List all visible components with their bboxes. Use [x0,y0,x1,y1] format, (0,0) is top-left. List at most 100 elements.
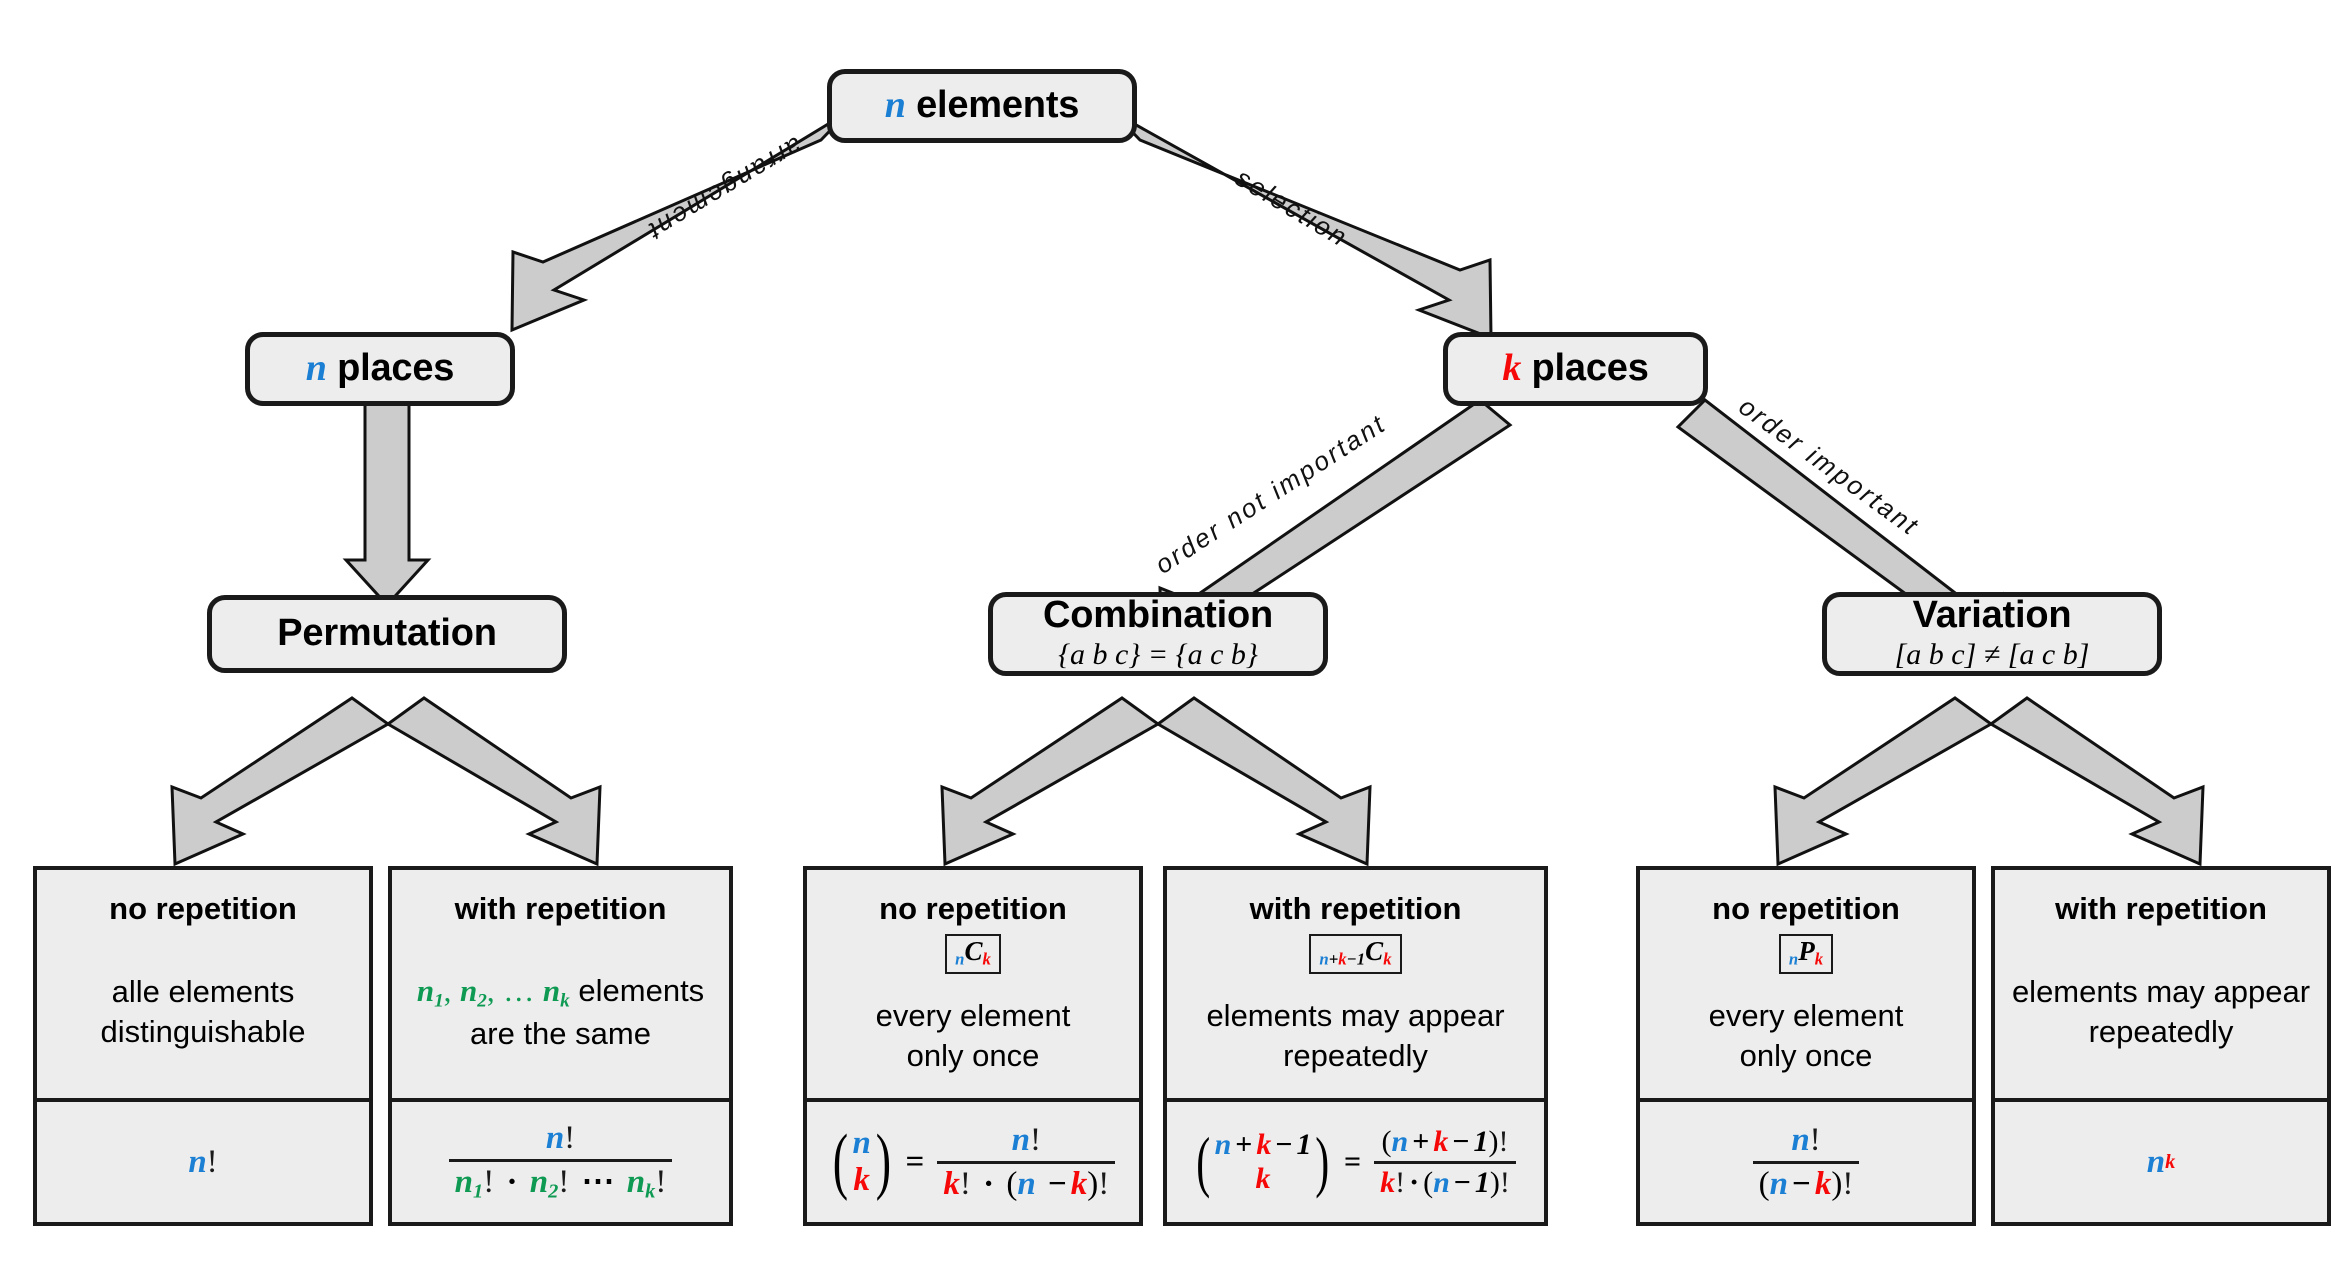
variable-n: n [884,84,906,127]
leaf-description: every element only once [807,996,1139,1075]
leaf-formula: ( n+k−1 k ) = (n+k−1)! k!·(n−1)! [1167,1098,1544,1222]
variable-n: n [188,1143,207,1180]
node-k-places-text: places [1531,347,1649,390]
leaf-desc-line2: distinguishable [100,1014,306,1050]
leaf-variation-with-repetition[interactable]: with repetition elements may appear repe… [1991,866,2331,1226]
leaf-upper: with repetition elements may appear repe… [1995,870,2327,1098]
binomial-coefficient: ( n k ) [832,1120,891,1203]
leaf-desc-line2: repeatedly [1283,1038,1428,1074]
leaf-desc-line1: every element [1708,998,1904,1034]
leaf-desc-word: elements [578,972,705,1008]
leaf-formula: n! [37,1098,369,1222]
arrow-n-places-permutation [342,383,432,608]
number-one: 1 [1356,949,1366,969]
minus-sign: − [1346,949,1357,969]
leaf-desc-line1: elements may appear [1206,998,1505,1034]
equals-sign: = [1343,1145,1362,1178]
leaf-head: with repetition [2055,891,2267,926]
leaf-upper: with repetition n+k−1Ck elements may app… [1167,870,1544,1098]
node-combination-subtitle: {a b c} = {a c b} [1058,637,1258,671]
symbol-C: C [1365,936,1384,967]
factorial-sign: ! [206,1143,218,1180]
leaf-notation: nCk [945,934,1001,975]
node-n-elements-text: elements [916,84,1080,127]
leaf-desc-line1: alle elements [111,974,295,1010]
node-variation[interactable]: Variation [a b c] ≠ [a c b] [1822,592,2162,676]
leaf-combination-with-repetition[interactable]: with repetition n+k−1Ck elements may app… [1163,866,1548,1226]
node-permutation-title: Permutation [277,612,497,655]
fraction: n! n1! · n2! ⋯ nk! [448,1120,673,1204]
symbol-P: P [1798,936,1815,967]
node-n-places-text: places [337,347,455,390]
leaf-description: alle elements distinguishable [37,972,369,1051]
leaf-head: no repetition [109,891,297,926]
variable-k: k [1814,949,1824,969]
leaf-head: no repetition [1712,891,1900,926]
fraction-denominator: (n−k)! [1752,1160,1860,1203]
leaf-head: with repetition [454,891,667,926]
arrow-variation-no-repetition [1773,696,1994,867]
leaf-permutation-with-repetition[interactable]: with repetition n1, n2, … nk elements ar… [388,866,733,1226]
node-combination[interactable]: Combination {a b c} = {a c b} [988,592,1328,676]
arrow-variation-with-repetition [1988,696,2205,867]
edge-label-selection: selection [1230,162,1355,253]
arrow-combination-no-repetition [940,696,1161,867]
leaf-permutation-no-repetition[interactable]: no repetition alle elements distinguisha… [33,866,373,1226]
variable-n: n [2146,1143,2166,1180]
fraction-numerator: n! [1791,1121,1821,1158]
variable-n2: n2 [460,972,487,1012]
leaf-desc-line1: elements may appear [2011,974,2311,1010]
variable-n: n [1319,949,1329,969]
node-permutation[interactable]: Permutation [207,595,567,673]
variable-k-exponent: k [2165,1150,2176,1173]
variable-k: k [1383,949,1392,969]
leaf-description: every element only once [1640,996,1972,1075]
leaf-desc-line2: only once [1739,1038,1873,1074]
node-n-elements-label: n elements [884,84,1080,127]
node-k-places[interactable]: k places [1443,332,1708,406]
variable-k: k [1338,949,1347,969]
leaf-upper: no repetition nCk every element only onc… [807,870,1139,1098]
fraction: n! (n−k)! [1752,1121,1860,1203]
leaf-combination-no-repetition[interactable]: no repetition nCk every element only onc… [803,866,1143,1226]
leaf-upper: with repetition n1, n2, … nk elements ar… [392,870,729,1098]
variable-nk: nk [542,972,570,1012]
fraction-denominator: k! · (n −k)! [937,1160,1116,1203]
leaf-description: elements may appear repeatedly [1995,972,2327,1051]
node-n-places[interactable]: n places [245,332,515,406]
leaf-desc-line1: n1, n2, … nk elements [416,972,705,1012]
leaf-desc-line2: only once [906,1038,1040,1074]
fraction: n! k! · (n −k)! [937,1121,1116,1203]
variable-n: n [1788,949,1799,969]
edge-label-arrangement: arrangement [641,131,808,248]
node-n-places-label: n places [305,347,455,390]
fraction-numerator: n! [545,1120,576,1157]
leaf-formula: n! (n−k)! [1640,1098,1972,1222]
leaf-description: n1, n2, … nk elements are the same [392,971,729,1054]
leaf-head: with repetition [1249,891,1462,926]
leaf-upper: no repetition nPk every element only onc… [1640,870,1972,1098]
fraction-numerator: (n+k−1)! [1381,1124,1509,1158]
variable-k: k [982,949,991,969]
leaf-desc-line1: every element [875,998,1071,1034]
plus-sign: + [1328,949,1339,969]
leaf-desc-line2: are the same [470,1015,651,1051]
node-combination-title: Combination [1043,593,1273,636]
binomial-coefficient: ( n+k−1 k ) [1196,1123,1330,1199]
fraction-numerator: n! [1011,1121,1041,1158]
fraction-denominator: k!·(n−1)! [1374,1160,1516,1200]
fraction: (n+k−1)! k!·(n−1)! [1374,1125,1516,1199]
node-variation-subtitle: [a b c] ≠ [a c b] [1894,637,2090,671]
variable-n: n [305,347,327,390]
fraction-denominator: n1! · n2! ⋯ nk! [448,1159,673,1204]
symbol-C: C [964,936,983,967]
arrow-combination-with-repetition [1155,696,1372,867]
node-n-elements[interactable]: n elements [827,69,1137,143]
leaf-variation-no-repetition[interactable]: no repetition nPk every element only onc… [1636,866,1976,1226]
leaf-desc-line2: repeatedly [2088,1014,2234,1050]
equals-sign: = [905,1143,925,1180]
edge-label-order-important: order important [1733,390,1926,542]
arrow-permutation-with-repetition [385,696,602,867]
